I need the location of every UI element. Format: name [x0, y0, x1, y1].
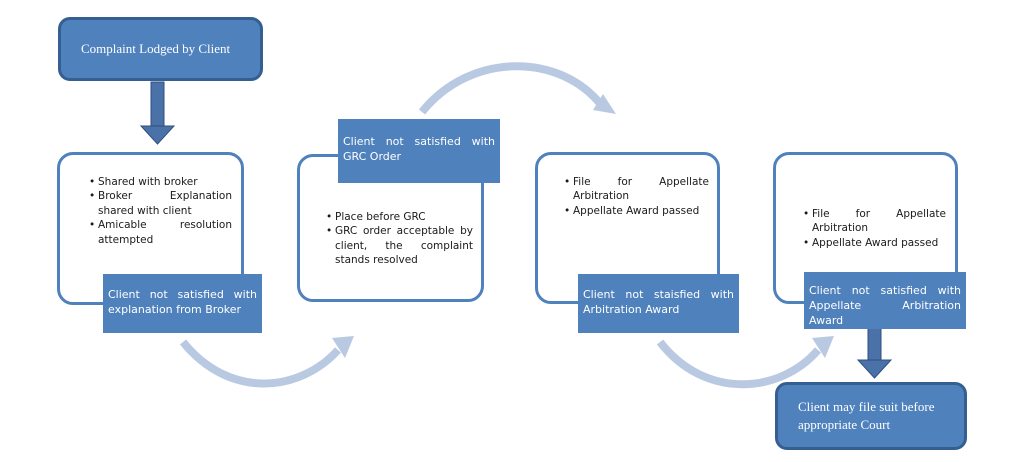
down-arrow-start [139, 81, 176, 145]
stage-4-item: Appellate Award passed [803, 236, 946, 251]
stage-4-list: File for Appellate Arbitration Appellate… [802, 207, 946, 251]
down-arrow-end [856, 327, 893, 379]
start-node: Complaint Lodged by Client [58, 17, 263, 81]
stage-1-list: Shared with broker Broker Explanation sh… [88, 175, 232, 247]
stage-2-header: Client not satisfied with GRC Order [338, 119, 500, 183]
stage-4-item: File for Appellate Arbitration [803, 207, 946, 236]
stage-3-list: File for Appellate Arbitration Appellate… [563, 175, 709, 219]
stage-3-outcome: Client not staisfied with Arbitration Aw… [578, 274, 739, 333]
stage-1-item: Shared with broker [89, 175, 232, 190]
stage-2-list: Place before GRC GRC order acceptable by… [325, 210, 473, 268]
curved-arrow-3-head [812, 336, 834, 358]
stage-1-item: Amicable resolution attempted [89, 218, 232, 247]
curved-arrow-1-head [332, 336, 354, 358]
stage-1-item: Broker Explanation shared with client [89, 189, 232, 218]
stage-2-item: GRC order acceptable by client, the comp… [326, 224, 473, 267]
stage-3-item: Appellate Award passed [564, 204, 709, 219]
curved-arrow-2-head [593, 94, 616, 114]
end-node: Client may file suit before appropriate … [775, 382, 967, 450]
curved-arrow-2 [418, 62, 606, 115]
stage-1-outcome: Client not satisfied with explanation fr… [103, 274, 262, 333]
curved-arrow-3 [656, 339, 822, 389]
start-node-label: Complaint Lodged by Client [81, 41, 231, 57]
stage-3-item: File for Appellate Arbitration [564, 175, 709, 204]
stage-2-item: Place before GRC [326, 210, 473, 225]
curved-arrow-1 [179, 339, 341, 388]
stage-4-outcome: Client not satisfied with Appellate Arbi… [804, 272, 966, 329]
end-node-label: Client may file suit before appropriate … [798, 399, 935, 432]
